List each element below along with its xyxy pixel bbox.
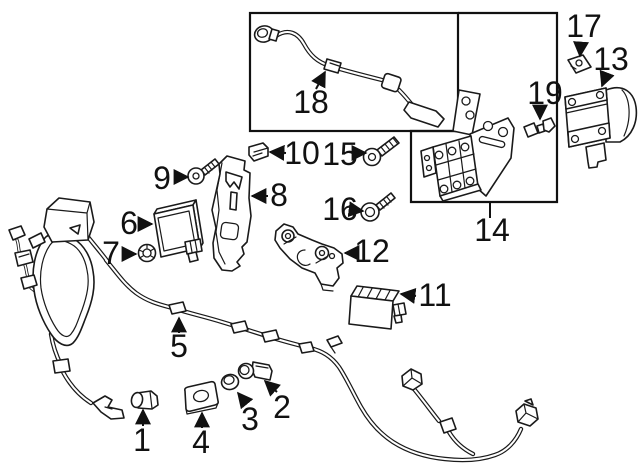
part-2-drawing [237, 361, 273, 381]
callout-arrow-17 [573, 41, 590, 58]
part-14-drawing [420, 89, 515, 202]
part-4-drawing [184, 380, 219, 415]
part-3-drawing [220, 373, 240, 391]
callout-arrow-10 [268, 144, 287, 161]
callout-label-13: 13 [593, 41, 629, 77]
part-7-drawing [137, 243, 157, 263]
callout-label-4: 4 [192, 424, 210, 460]
part-13-drawing [564, 86, 638, 169]
part-10-drawing [248, 142, 269, 162]
part-1-drawing [130, 390, 159, 410]
callout-arrow-13 [599, 69, 615, 88]
callout-label-8: 8 [270, 177, 288, 213]
callout-label-19: 19 [527, 75, 563, 111]
callout-label-14: 14 [474, 212, 510, 248]
part-15-drawing [362, 136, 400, 167]
callout-label-3: 3 [241, 401, 259, 437]
part-12-drawing [274, 223, 344, 292]
callout-label-16: 16 [322, 191, 358, 227]
callout-arrows [121, 41, 615, 428]
part-6-drawing [153, 199, 204, 263]
part-17-drawing [567, 54, 592, 74]
callout-boxes [248, 11, 559, 204]
callout-label-15: 15 [322, 136, 358, 172]
callout-label-10: 10 [284, 135, 320, 171]
callout-arrow-3 [236, 391, 254, 410]
part-8-drawing [211, 155, 252, 272]
callout-label-17: 17 [566, 8, 602, 44]
box-part-14 [409, 11, 559, 204]
callout-label-9: 9 [153, 160, 171, 196]
callout-labels: 1 2 3 4 5 6 7 8 9 10 11 12 13 14 15 16 1… [102, 8, 629, 460]
callout-arrow-18 [311, 70, 326, 90]
callout-label-7: 7 [102, 235, 120, 271]
part-19-drawing [523, 117, 556, 138]
callout-arrow-2 [263, 379, 282, 397]
callout-label-1: 1 [133, 422, 151, 458]
callout-label-5: 5 [170, 328, 188, 364]
callout-arrow-11 [399, 287, 417, 304]
part-11-drawing [348, 285, 407, 330]
callout-label-11: 11 [418, 277, 451, 313]
part-16-drawing [360, 192, 396, 222]
part-18-drawing [253, 25, 445, 128]
callout-label-18: 18 [293, 84, 329, 120]
callout-arrow-16 [347, 201, 365, 218]
callout-label-12: 12 [354, 233, 390, 269]
box-part-18 [248, 11, 460, 133]
callout-label-2: 2 [273, 389, 291, 425]
callout-label-6: 6 [120, 205, 138, 241]
part-5-harness-drawing [8, 197, 539, 463]
part-9-drawing [187, 158, 220, 185]
